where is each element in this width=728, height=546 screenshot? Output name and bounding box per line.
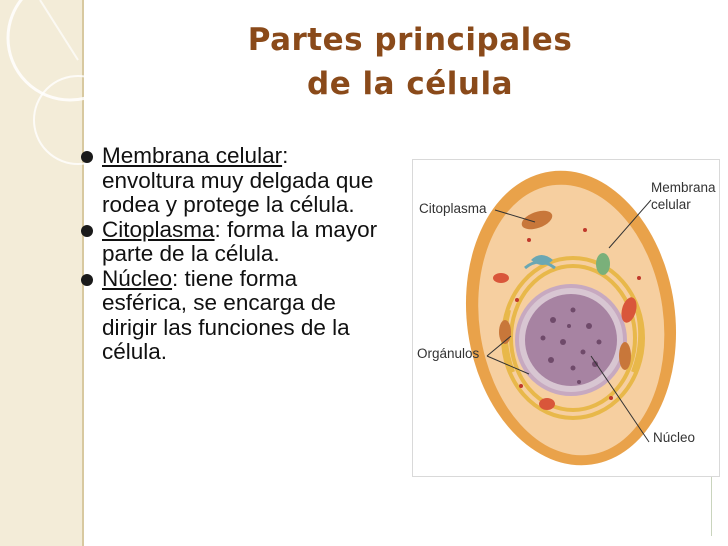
decorative-circles — [6, 0, 84, 165]
cell-nucleus — [525, 294, 617, 386]
bullet-membrana: Membrana celular: envoltura muy delgada … — [78, 143, 378, 218]
leader-lines — [486, 199, 652, 443]
title-line-1: Partes principales — [247, 22, 573, 58]
label-citoplasma: Citoplasma — [419, 201, 487, 216]
cell-illustration — [465, 170, 677, 466]
label-membrana-line1: Membrana — [651, 180, 716, 195]
bullet-term: Citoplasma — [102, 216, 215, 242]
bullet-dot-icon — [81, 224, 93, 237]
title-line-2: de la célula — [307, 66, 513, 102]
label-organulos: Orgánulos — [417, 346, 480, 361]
label-membrana-line2: celular — [651, 197, 691, 212]
bullet-citoplasma: Citoplasma: forma la mayor parte de la c… — [78, 216, 378, 267]
chromatin-dots — [540, 307, 602, 384]
bullet-text: : forma la mayor parte de la célula. — [102, 216, 378, 266]
bullet-text: : tiene forma esférica, se encarga de di… — [102, 265, 350, 364]
bullet-nucleo: Núcleo: tiene forma esférica, se encarga… — [78, 265, 378, 365]
bullet-list: Membrana celular: envoltura muy delgada … — [78, 143, 378, 365]
bullet-term: Membrana celular — [102, 143, 283, 168]
label-nucleo: Núcleo — [653, 430, 696, 445]
cell-diagram: Citoplasma Membrana celular Orgánulos Nú… — [412, 159, 720, 477]
bullet-dot-icon — [81, 273, 93, 286]
bullet-dot-icon — [81, 151, 93, 163]
organelles — [493, 210, 641, 410]
slide-title: Partes principales de la célula — [180, 18, 640, 106]
bullet-text: : envoltura muy delgada que rodea y prot… — [102, 143, 374, 217]
decorative-sidebar — [0, 0, 84, 546]
bullet-term: Núcleo — [102, 265, 173, 291]
